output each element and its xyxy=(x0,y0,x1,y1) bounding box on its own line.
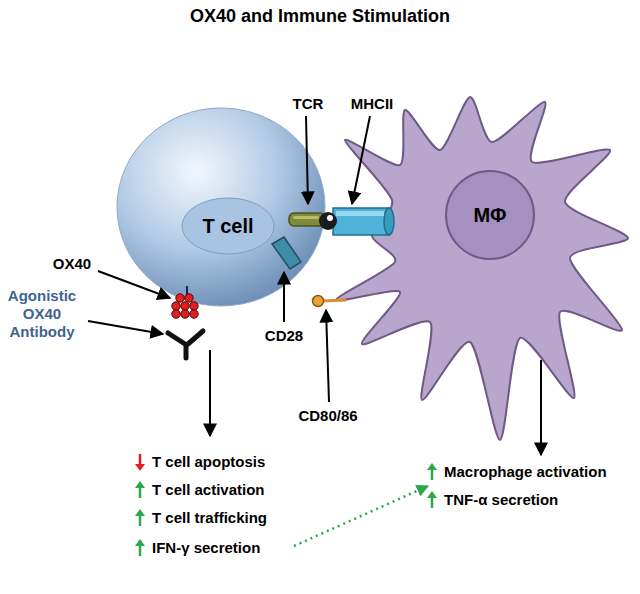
cell-body xyxy=(336,97,628,440)
diagram-title: OX40 and Immune Stimulation xyxy=(190,6,450,27)
down-arrow-head xyxy=(135,464,145,471)
ox40-dot xyxy=(190,302,198,310)
receptor-label: OX40 xyxy=(53,255,91,273)
ox40-dot xyxy=(181,302,189,310)
ox40-dot xyxy=(172,310,180,318)
antibody xyxy=(168,331,203,358)
ox40-receptor xyxy=(172,286,198,318)
effect-label: Macrophage activation xyxy=(444,463,607,481)
effect-arrow xyxy=(209,350,211,436)
cd80-86-ligand xyxy=(313,296,347,307)
leader-arrow xyxy=(98,271,170,298)
antibody-arm xyxy=(188,331,203,344)
leader-arrow xyxy=(283,272,285,322)
effect-label: IFN-γ secretion xyxy=(152,539,260,557)
macrophage: MΦ xyxy=(328,84,638,456)
tcr-highlight xyxy=(293,216,319,219)
cell-body xyxy=(117,108,325,306)
antigen-shine xyxy=(327,215,333,221)
effect-label: T cell apoptosis xyxy=(152,453,265,471)
effect-arrow xyxy=(540,360,542,455)
up-arrow-head xyxy=(135,509,145,516)
mhcii-body xyxy=(333,208,389,235)
receptor-label: CD28 xyxy=(265,327,303,345)
leader-arrow xyxy=(352,116,370,204)
receptor-label: MHCII xyxy=(351,95,394,113)
effect-label: T cell trafficking xyxy=(152,509,267,527)
mhcii-highlight xyxy=(336,211,384,216)
antigen-ball xyxy=(319,212,337,230)
receptor-label: TCR xyxy=(293,95,324,113)
antibody-stem xyxy=(184,346,189,358)
cell-label: MΦ xyxy=(473,204,506,227)
up-arrow-head xyxy=(135,481,145,488)
t-cell: T cell xyxy=(112,102,330,312)
dotted-arrow xyxy=(294,486,428,546)
cell-label: T cell xyxy=(202,215,253,238)
ox40-dot xyxy=(172,302,180,310)
leader-arrow xyxy=(88,321,163,334)
up-arrow-head xyxy=(427,463,437,470)
up-arrow-head xyxy=(427,491,437,498)
leader-arrow xyxy=(326,310,329,402)
ox40-dot xyxy=(190,310,198,318)
cell-nucleus xyxy=(446,171,534,259)
antibody-label: Agonistic OX40 Antibody xyxy=(0,287,85,341)
up-arrow-head xyxy=(135,539,145,546)
mhcii-receptor xyxy=(333,208,394,235)
ox40-dot xyxy=(185,294,193,302)
antibody-arm xyxy=(168,333,185,344)
receptor-label: CD80/86 xyxy=(298,407,357,425)
effect-label: T cell activation xyxy=(152,481,265,499)
mhcii-end xyxy=(384,208,394,235)
effect-label: TNF-α secretion xyxy=(444,491,558,509)
ox40-dot xyxy=(176,294,184,302)
cell-outline xyxy=(328,84,638,456)
cd80-86-stem xyxy=(322,300,346,301)
cell-nucleus xyxy=(182,198,274,254)
leader-arrow xyxy=(306,116,308,204)
antigen xyxy=(319,212,337,230)
cell-outline xyxy=(112,102,330,312)
cd80-86-head xyxy=(313,296,324,307)
cd28-receptor xyxy=(272,237,301,269)
ox40-dot xyxy=(181,310,189,318)
